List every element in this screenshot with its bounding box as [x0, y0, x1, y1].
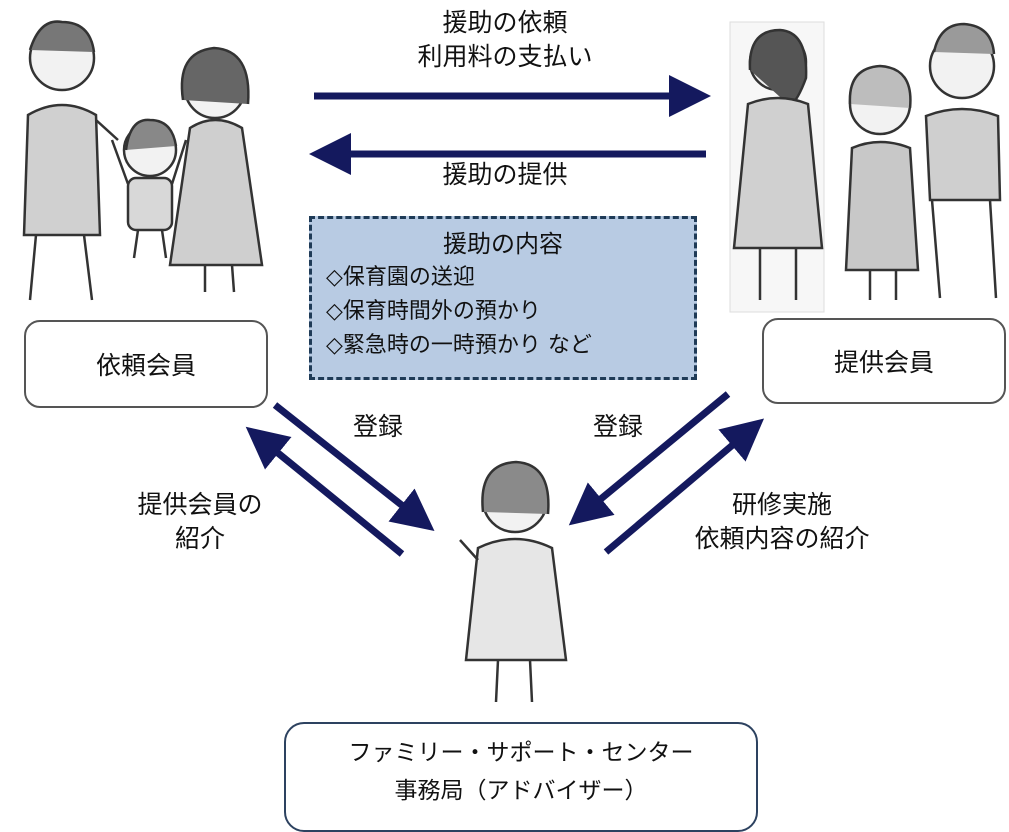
label-register-left: 登録 [352, 412, 403, 441]
family-illustration [22, 20, 264, 301]
arrow-requester-register [272, 402, 435, 532]
help-content-item: ◇緊急時の一時預かり など [326, 333, 592, 358]
requester-member-box: 依頼会員 [24, 320, 268, 408]
help-content-title: 援助の内容 [443, 230, 563, 258]
help-content-box: 援助の内容 ◇保育園の送迎 ◇保育時間外の預かり ◇緊急時の一時預かり など [309, 216, 697, 380]
advisor-illustration [459, 460, 568, 703]
provider-member-box: 提供会員 [762, 318, 1006, 404]
label-request-line2: 利用料の支払い [417, 42, 593, 71]
label-intro-line2: 紹介 [174, 524, 225, 553]
arrows [245, 75, 765, 557]
label-training-line1: 研修実施 [731, 490, 832, 519]
label-register-right: 登録 [592, 412, 643, 441]
label-request-line1: 援助の依頼 [442, 8, 568, 37]
label-request-help: 援助の依頼 利用料の支払い [385, 6, 625, 74]
arrow-intro-to-requester [245, 426, 405, 557]
center-office: 事務局（アドバイザー） [394, 778, 648, 804]
label-training: 研修実施 依頼内容の紹介 [672, 488, 892, 556]
help-content-item: ◇保育園の送迎 [326, 265, 475, 290]
label-provide-help: 援助の提供 [442, 160, 568, 189]
family-support-center-box: ファミリー・サポート・センター 事務局（アドバイザー） [284, 722, 758, 832]
arrow-training-to-provider [603, 418, 765, 555]
center-name: ファミリー・サポート・センター [348, 740, 694, 766]
label-intro-line1: 提供会員の [137, 490, 263, 519]
help-content-item: ◇保育時間外の預かり [326, 299, 541, 324]
provider-illustration [729, 21, 1002, 313]
label-training-line2: 依頼内容の紹介 [694, 524, 870, 553]
arrow-provider-register [568, 391, 731, 526]
label-provider-intro: 提供会員の 紹介 [120, 488, 280, 556]
